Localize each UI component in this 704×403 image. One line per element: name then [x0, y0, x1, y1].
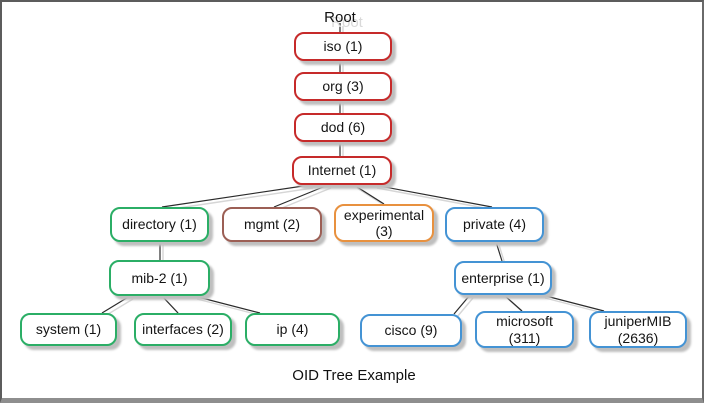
node-experimental-label-line2: (3): [375, 223, 393, 239]
node-internet-label: Internet (1): [307, 162, 377, 179]
node-mib-2: mib-2 (1): [109, 260, 210, 296]
node-interfaces-label: interfaces (2): [142, 321, 224, 338]
node-mgmt-label: mgmt (2): [244, 216, 300, 233]
node-ip: ip (4): [245, 313, 340, 346]
node-mib-2-label: mib-2 (1): [131, 269, 188, 286]
root-label: Root: [324, 9, 356, 26]
node-microsoft-label-line2: (311): [508, 329, 541, 346]
node-junipermib-label-line2: (2636): [617, 329, 659, 346]
node-experimental: experimental (3): [334, 204, 434, 242]
node-cisco-label: cisco (9): [384, 322, 438, 339]
node-system-label: system (1): [35, 321, 102, 338]
node-mgmt: mgmt (2): [222, 207, 322, 242]
node-experimental-label-line1: experimental: [343, 206, 425, 223]
node-org-label: org (3): [322, 78, 364, 95]
node-iso: iso (1): [294, 32, 392, 61]
node-dod: dod (6): [294, 113, 392, 142]
node-private-label: private (4): [462, 216, 527, 233]
node-microsoft: microsoft (311): [475, 311, 574, 348]
node-directory-label: directory (1): [122, 216, 197, 233]
node-internet: Internet (1): [292, 156, 392, 185]
node-ip-label: ip (4): [276, 321, 309, 338]
node-enterprise-label: enterprise (1): [461, 269, 545, 286]
node-microsoft-label-line1: microsoft: [496, 313, 553, 330]
node-org: org (3): [294, 72, 392, 101]
node-junipermib: juniperMIB (2636): [589, 311, 687, 348]
node-directory: directory (1): [110, 207, 209, 242]
node-enterprise: enterprise (1): [454, 261, 552, 295]
node-private: private (4): [445, 207, 544, 242]
node-iso-label: iso (1): [323, 38, 363, 55]
diagram-caption: OID Tree Example: [292, 367, 416, 384]
node-junipermib-label-line1: juniperMIB: [604, 313, 672, 330]
node-system: system (1): [20, 313, 117, 346]
node-dod-label: dod (6): [320, 119, 366, 136]
node-cisco: cisco (9): [360, 314, 462, 347]
node-interfaces: interfaces (2): [134, 313, 232, 346]
